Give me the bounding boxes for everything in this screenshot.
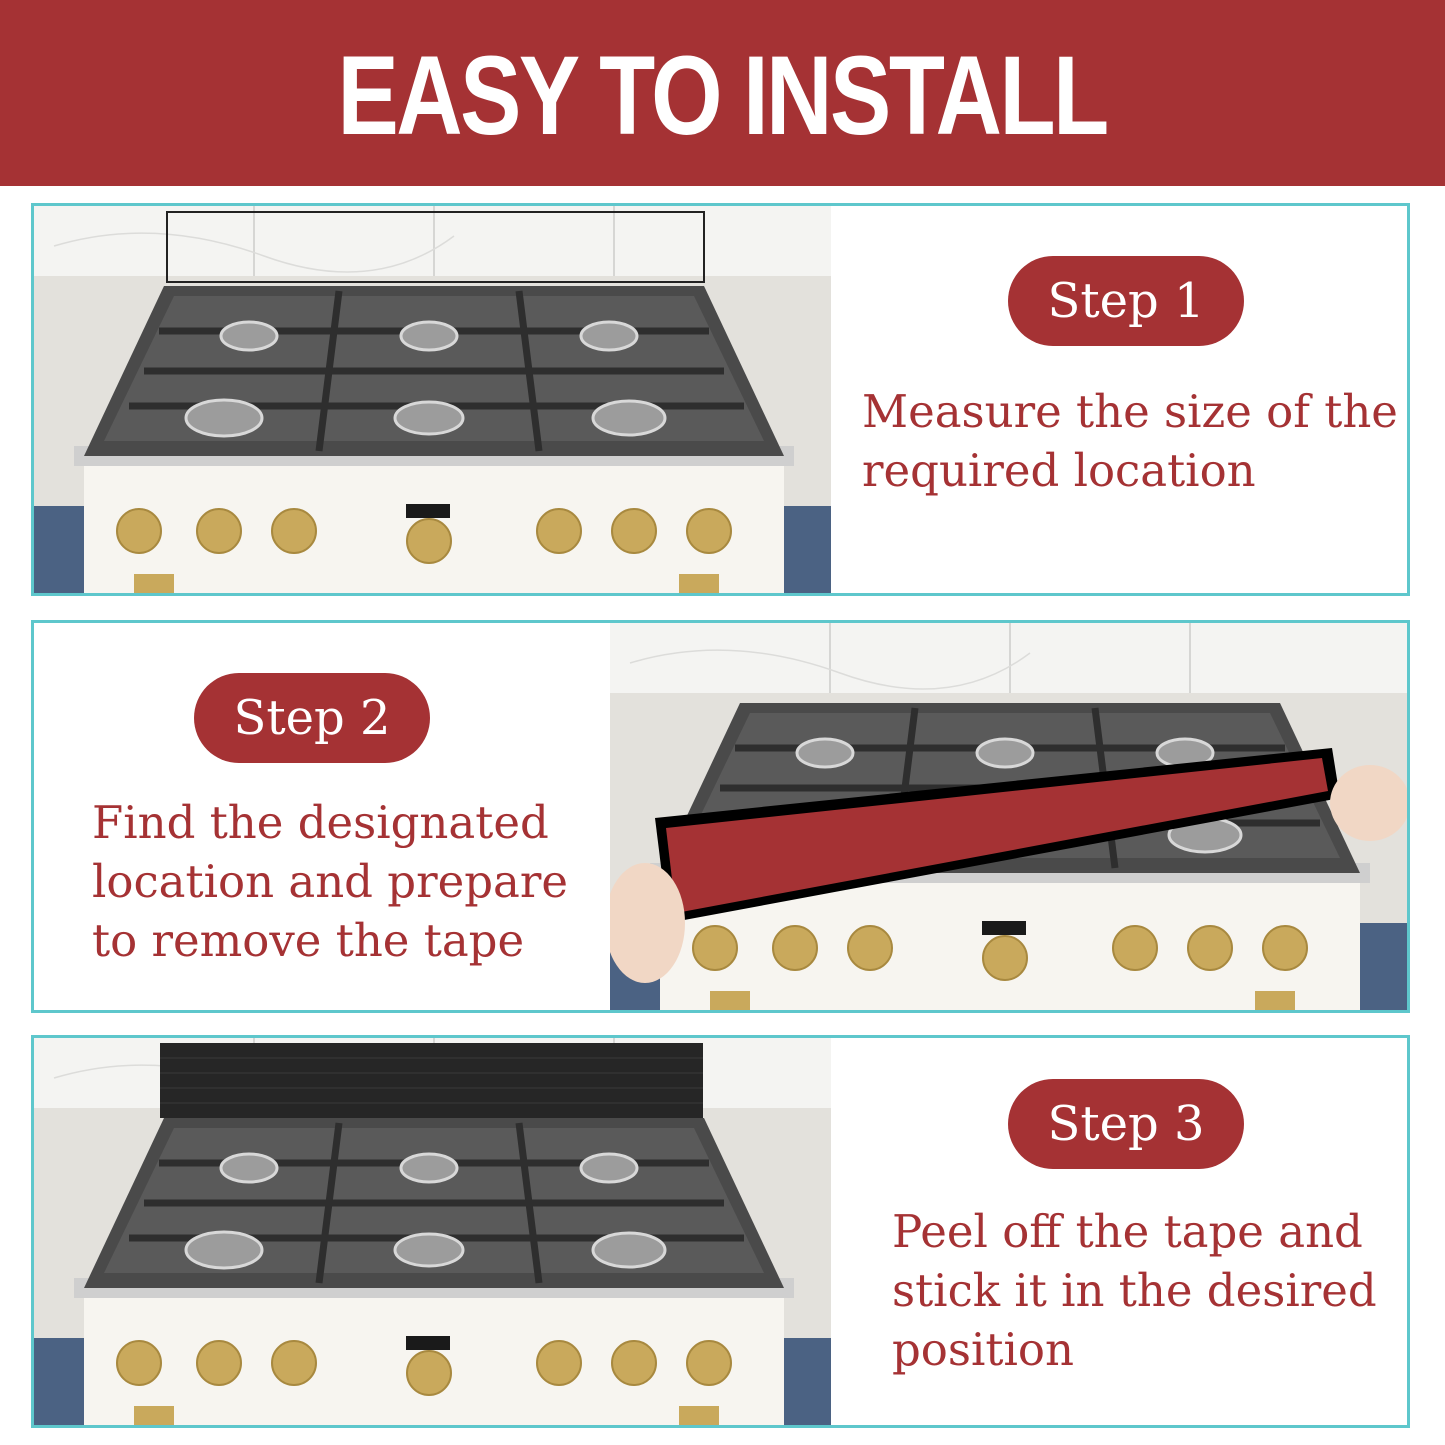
step-1-text-area: Step 1 Measure the size of the required …: [831, 206, 1407, 593]
hand-icon: [1330, 765, 1407, 841]
step-2-text-area: Step 2 Find the designated location and …: [34, 623, 610, 1010]
step-description: Peel off the tape and stick it in the de…: [892, 1205, 1377, 1376]
step-3-text-area: Step 3 Peel off the tape and stick it in…: [831, 1038, 1407, 1425]
step-description: Measure the size of the required locatio…: [862, 385, 1398, 497]
stove-photo-with-tape: [610, 623, 1407, 1010]
stove-photo-installed: [34, 1038, 831, 1425]
step-badge: Step 3: [1008, 1079, 1244, 1169]
step-badge: Step 1: [1008, 256, 1244, 346]
step-3-panel: Step 3 Peel off the tape and stick it in…: [31, 1035, 1410, 1428]
header-banner: EASY TO INSTALL: [0, 0, 1445, 186]
stove-photo: [34, 206, 831, 593]
banner-title: EASY TO INSTALL: [337, 33, 1110, 158]
step-badge: Step 2: [194, 673, 430, 763]
step-description: Find the designated location and prepare…: [92, 796, 569, 967]
step-2-panel: Step 2 Find the designated location and …: [31, 620, 1410, 1013]
hand-icon: [610, 863, 685, 983]
step-1-panel: Step 1 Measure the size of the required …: [31, 203, 1410, 596]
